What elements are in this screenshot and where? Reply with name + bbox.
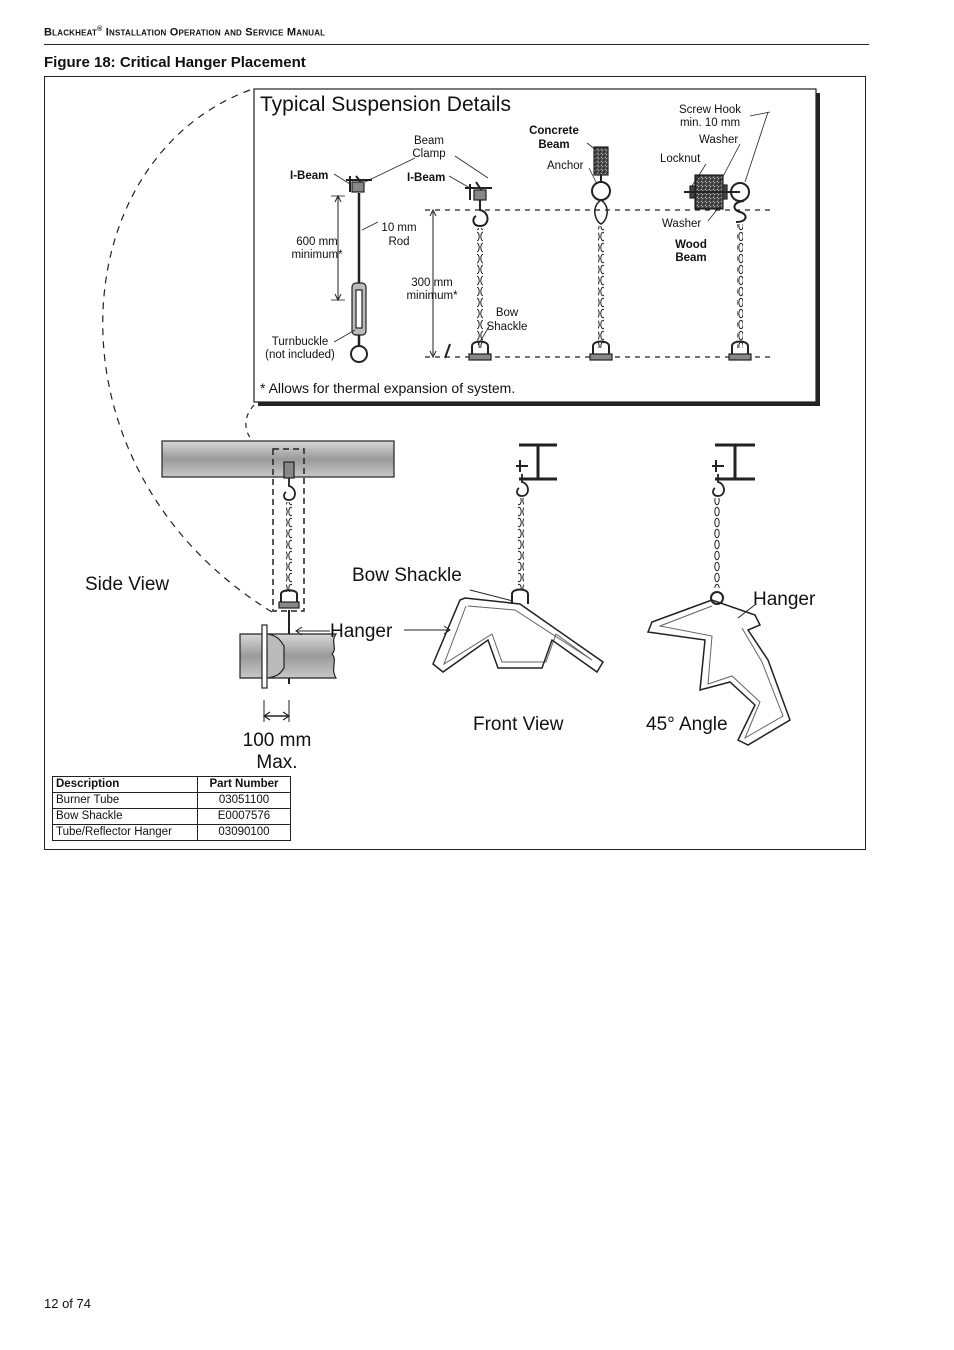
- parts-table: Description Part Number Burner Tube 0305…: [52, 776, 291, 841]
- label-ibeam-1: I-Beam: [290, 170, 328, 182]
- thermal-note: * Allows for thermal expansion of system…: [260, 380, 515, 396]
- concrete-anchor-assembly: [589, 146, 613, 361]
- side-view-assembly: [161, 440, 395, 722]
- label-angle-view: 45° Angle: [646, 714, 728, 735]
- label-600-2: minimum*: [291, 249, 343, 261]
- label-beam-clamp-1: Beam: [414, 135, 444, 147]
- label-front-view: Front View: [473, 714, 564, 735]
- label-hanger-side: Hanger: [330, 621, 393, 642]
- label-max-2: Max.: [256, 752, 297, 773]
- label-max-1: 100 mm: [243, 730, 312, 751]
- figure-frame: [44, 76, 866, 850]
- detail-callout-line: [102, 89, 273, 613]
- label-300-1: 300 mm: [411, 277, 453, 289]
- label-concrete-1: Concrete: [529, 125, 579, 137]
- label-turnbuckle-2: (not included): [265, 349, 335, 361]
- table-cell: 03090100: [197, 824, 291, 841]
- detail-title: Typical Suspension Details: [260, 93, 511, 116]
- label-concrete-2: Beam: [538, 139, 569, 151]
- registered-mark: ®: [97, 26, 103, 33]
- table-header-row: Description Part Number: [52, 776, 291, 793]
- table-row: Burner Tube 03051100: [52, 792, 291, 809]
- label-screw-hook-1: Screw Hook: [679, 104, 741, 116]
- header-title: Installation Operation and Service Manua…: [102, 26, 326, 39]
- label-side-view: Side View: [85, 574, 169, 595]
- table-cell: 03051100: [197, 792, 291, 809]
- label-wood-1: Wood: [675, 239, 707, 251]
- label-600-1: 600 mm: [296, 236, 338, 248]
- table-header-cell: Description: [52, 776, 198, 793]
- label-bow-2: Shackle: [487, 321, 528, 333]
- label-wood-2: Beam: [675, 252, 706, 264]
- label-ibeam-2: I-Beam: [407, 172, 445, 184]
- label-rod-1: 10 mm: [381, 222, 416, 234]
- header-brand: Blackheat: [44, 26, 98, 39]
- table-cell: Burner Tube: [52, 792, 198, 809]
- figure-title: Figure 18: Critical Hanger Placement: [44, 54, 306, 71]
- label-rod-2: Rod: [388, 236, 409, 248]
- label-washer-top: Washer: [699, 134, 738, 146]
- label-anchor: Anchor: [547, 160, 584, 172]
- page-header: Blackheat® Installation Operation and Se…: [44, 26, 869, 45]
- table-cell: Bow Shackle: [52, 808, 198, 825]
- page-number: 12 of 74: [44, 1296, 91, 1311]
- table-row: Tube/Reflector Hanger 03090100: [52, 824, 291, 841]
- front-view-assembly: [404, 443, 605, 674]
- angle-view-assembly: [646, 443, 791, 746]
- table-header-cell: Part Number: [197, 776, 291, 793]
- label-beam-clamp-2: Clamp: [412, 148, 445, 160]
- label-hanger-angle: Hanger: [753, 589, 816, 610]
- label-turnbuckle-1: Turnbuckle: [272, 336, 328, 348]
- ibeam-rod-assembly: [331, 175, 372, 363]
- label-bow-shackle: Bow Shackle: [352, 565, 462, 586]
- table-cell: Tube/Reflector Hanger: [52, 824, 198, 841]
- label-locknut: Locknut: [660, 153, 701, 165]
- table-cell: E0007576: [197, 808, 291, 825]
- detail-box: [253, 88, 817, 403]
- label-screw-hook-2: min. 10 mm: [680, 117, 740, 129]
- wood-screwhook-assembly: [684, 174, 752, 361]
- table-row: Bow Shackle E0007576: [52, 808, 291, 825]
- label-300-2: minimum*: [406, 290, 458, 302]
- label-washer-bottom: Washer: [662, 218, 701, 230]
- label-bow-1: Bow: [496, 307, 519, 319]
